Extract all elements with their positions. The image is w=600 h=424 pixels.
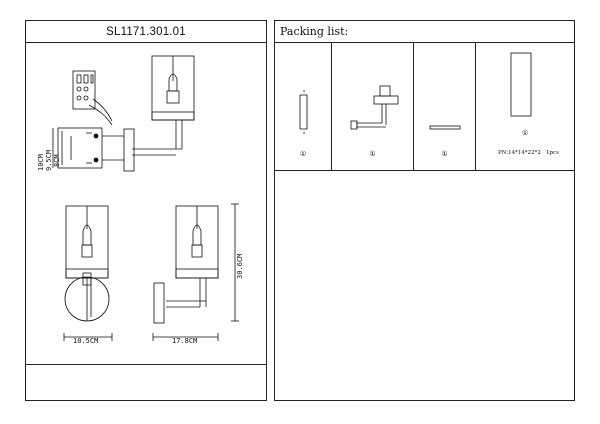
packing-list-header: Packing list: <box>275 21 574 43</box>
qty-lamp-body: ① <box>369 150 376 158</box>
model-code: SL1171.301.01 <box>106 26 186 38</box>
installation-drawing-panel: SL1171.301.01 <box>25 20 267 401</box>
qty-glass-tube: ① <box>441 150 448 158</box>
packing-items-row: ① ① ① <box>275 43 574 171</box>
packing-item-bulb-box: ① PN:14*14*22*2 1pcs <box>476 43 574 170</box>
model-header: SL1171.301.01 <box>26 21 266 43</box>
packing-list-panel: Packing list: ① ① <box>274 20 575 401</box>
terminal-block-detail <box>72 70 113 126</box>
packing-item-mounting-bracket: ① <box>275 43 332 170</box>
hole-spacing-label: 9.5CM <box>45 150 53 171</box>
side-projection-label: 17.8CM <box>172 337 197 345</box>
left-footer-row <box>26 364 266 365</box>
glass-tube-icon <box>429 125 461 130</box>
front-width-label: 10.5CM <box>73 337 98 345</box>
packing-item-glass-tube: ① <box>414 43 476 170</box>
packing-item-lamp-body: ① <box>332 43 414 170</box>
lamp-body-icon <box>350 85 399 130</box>
bulb-box-icon <box>510 52 532 117</box>
bulb-box-part-number: PN:14*14*22*2 <box>498 150 541 156</box>
plate-height-label: 10CM <box>37 154 45 171</box>
packing-list-title: Packing list: <box>280 25 349 38</box>
bulb-box-count: 1pcs <box>546 150 559 156</box>
mounting-bracket-icon <box>299 90 308 134</box>
qty-mounting-bracket: ① <box>299 150 307 158</box>
screw-spacing-label: 8CM <box>53 154 61 167</box>
total-height-label: 30.6CM <box>236 254 244 279</box>
technical-drawing: 10CM 9.5CM 8CM 30.6CM 10.5CM 17.8CM <box>37 55 244 345</box>
qty-bulb-box: ① <box>521 129 529 137</box>
top-lamp-view <box>123 55 195 172</box>
front-view-lamp <box>64 205 110 322</box>
side-view-lamp <box>153 203 239 324</box>
wall-plate-detail <box>52 127 124 169</box>
